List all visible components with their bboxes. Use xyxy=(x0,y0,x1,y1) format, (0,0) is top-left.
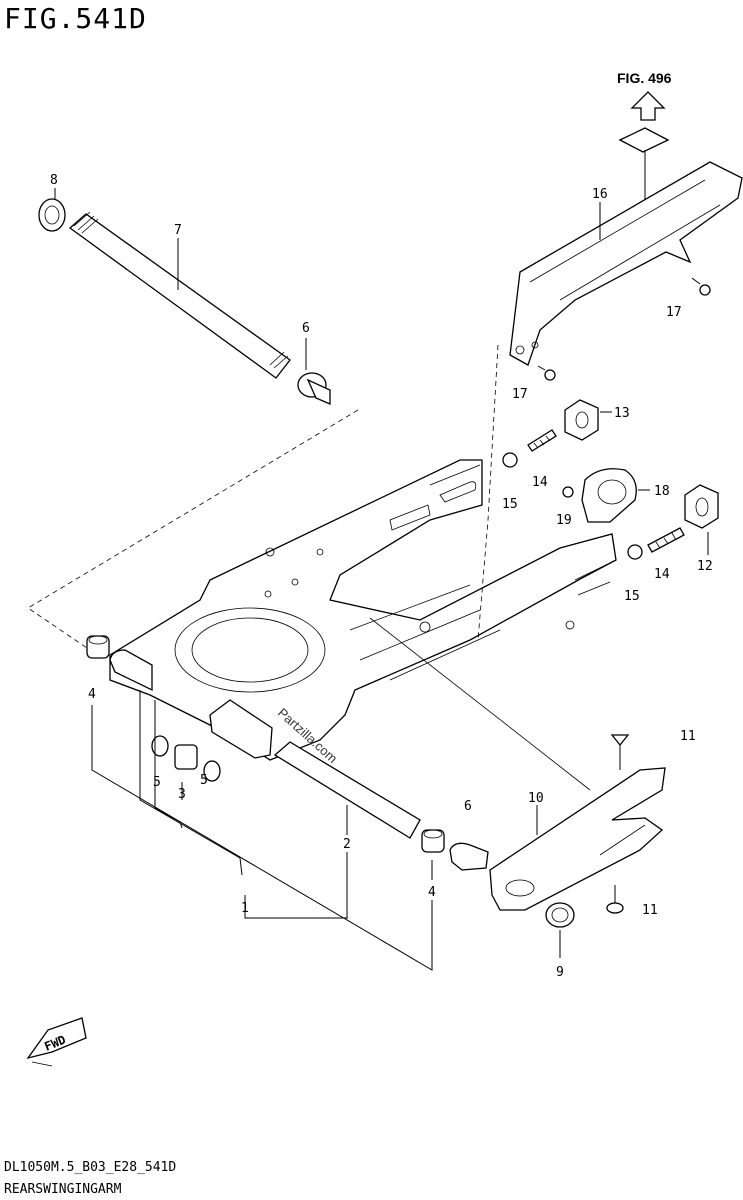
part-14-adjuster-bolt xyxy=(527,429,557,452)
callout-15: 15 xyxy=(624,589,640,604)
part-12-chain-adjuster xyxy=(684,484,719,529)
callout-2: 2 xyxy=(343,837,351,852)
callout-16: 16 xyxy=(592,187,608,202)
part-8-nut xyxy=(38,198,66,232)
part-15-washer xyxy=(502,452,518,468)
callout-11: 11 xyxy=(680,729,696,744)
callout-17: 17 xyxy=(666,305,682,320)
part-16-chain-cover xyxy=(509,161,743,366)
part-4-bearing-right xyxy=(421,829,445,853)
part-1-swing-arm xyxy=(109,459,617,761)
fwd-arrow-icon xyxy=(26,1017,87,1067)
callout-14: 14 xyxy=(654,567,670,582)
part-2-pipe xyxy=(273,741,421,839)
callout-7: 7 xyxy=(174,223,182,238)
part-9-nut xyxy=(545,902,575,928)
callout-6: 6 xyxy=(464,799,472,814)
callout-9: 9 xyxy=(556,965,564,980)
callout-6: 6 xyxy=(302,321,310,336)
callout-10: 10 xyxy=(528,791,544,806)
part-5-seal xyxy=(151,735,169,757)
callout-12: 12 xyxy=(697,559,713,574)
callout-15: 15 xyxy=(502,497,518,512)
callout-1: 1 xyxy=(241,901,249,916)
footer-code: DL1050M.5_B03_E28_541D xyxy=(4,1160,177,1175)
figure-reference-label[interactable]: FIG. 496 xyxy=(617,70,672,86)
reference-marker xyxy=(618,127,670,153)
part-15-washer xyxy=(627,544,643,560)
part-13-chain-adjuster xyxy=(564,399,599,441)
part-17-screw-lower xyxy=(537,365,556,381)
callout-8: 8 xyxy=(50,173,58,188)
part-4-bearing-left xyxy=(86,635,110,659)
callout-19: 19 xyxy=(556,513,572,528)
part-10-chain-guide xyxy=(489,767,666,911)
part-6-collar xyxy=(297,372,331,405)
part-19-screw xyxy=(562,486,574,498)
callout-5: 5 xyxy=(153,775,161,790)
callout-13: 13 xyxy=(614,406,630,421)
part-11-screw-upper xyxy=(610,734,630,770)
part-6-collar xyxy=(449,842,489,871)
callout-14: 14 xyxy=(532,475,548,490)
callout-17: 17 xyxy=(512,387,528,402)
callout-11: 11 xyxy=(642,903,658,918)
reference-arrow-icon xyxy=(630,91,666,121)
part-5-seal xyxy=(203,760,221,782)
callout-3: 3 xyxy=(178,787,186,802)
figure-title: FIG.541D xyxy=(4,2,147,35)
footer-name: REARSWINGINGARM xyxy=(4,1182,122,1197)
callout-4: 4 xyxy=(428,885,436,900)
part-14-adjuster-bolt xyxy=(647,527,685,553)
callout-18: 18 xyxy=(654,484,670,499)
part-18-plate xyxy=(581,468,637,523)
part-7-pivot-shaft xyxy=(68,211,291,379)
callout-5: 5 xyxy=(200,773,208,788)
callout-4: 4 xyxy=(88,687,96,702)
part-11-screw-lower xyxy=(606,885,624,914)
part-3-needle-bearing xyxy=(174,744,198,770)
part-17-screw-upper xyxy=(691,277,711,296)
